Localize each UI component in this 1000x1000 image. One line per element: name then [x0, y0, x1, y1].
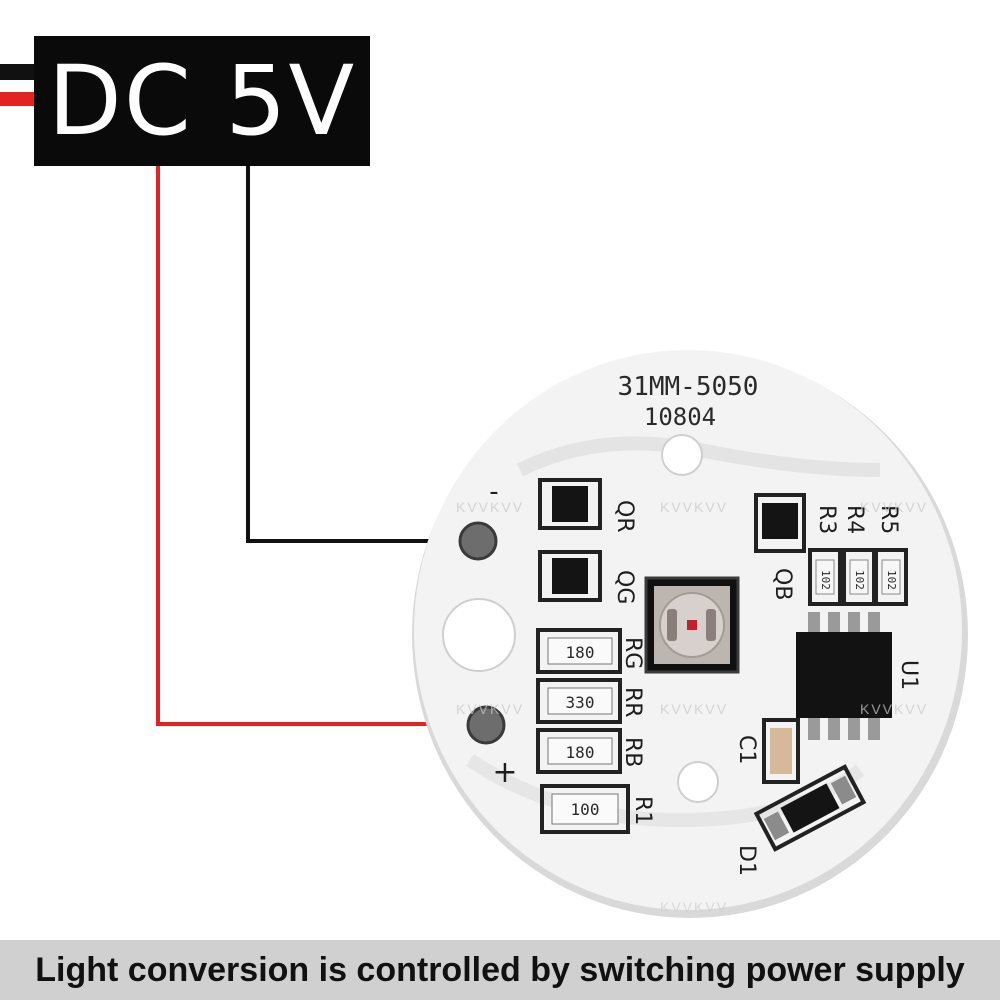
- watermark-7: KVVKVV: [660, 701, 728, 717]
- transistor-qr: [538, 478, 602, 530]
- res-rb-value: 180: [566, 743, 595, 762]
- label-rg: RG: [620, 637, 645, 669]
- voltage-text: DC 5V: [47, 45, 357, 157]
- watermark-3: KVVKVV: [456, 499, 524, 515]
- mount-hole-left: [442, 598, 516, 672]
- watermark-6: KVVKVV: [456, 701, 524, 717]
- label-c1: C1: [734, 735, 759, 764]
- caption-bar: Light conversion is controlled by switch…: [0, 940, 1000, 1000]
- negative-wire: [246, 166, 484, 543]
- label-r5: R5: [876, 505, 901, 534]
- label-d1: D1: [734, 845, 759, 876]
- label-rr: RR: [620, 687, 645, 718]
- pad-negative: [458, 521, 498, 561]
- board-code: 10804: [644, 403, 716, 431]
- resistor-r3: [808, 548, 842, 606]
- board-model: 31MM-5050: [618, 372, 759, 402]
- pad-positive: [466, 705, 506, 745]
- watermark-9: KVVKVV: [660, 899, 728, 915]
- res-rg-value: 180: [566, 643, 595, 662]
- label-qr: QR: [612, 500, 637, 533]
- label-qg: QG: [612, 570, 637, 604]
- pad-negative-label: -: [489, 477, 498, 507]
- res-small-3: 102: [885, 570, 898, 590]
- res-rr-value: 330: [566, 693, 595, 712]
- positive-wire: [156, 166, 488, 726]
- label-r4: R4: [842, 505, 867, 534]
- transistor-qb: [754, 493, 806, 553]
- label-r1: R1: [630, 796, 655, 825]
- label-rb: RB: [620, 737, 645, 767]
- voltage-label: DC 5V: [34, 36, 370, 166]
- label-r3: R3: [814, 505, 839, 534]
- resistor-r5: [874, 548, 908, 606]
- black-cable: [0, 64, 40, 80]
- mount-hole-top: [661, 434, 703, 476]
- watermark-8: KVVKVV: [860, 701, 928, 717]
- resistor-r1: [540, 784, 630, 834]
- diode-d1: [753, 764, 867, 852]
- resistor-rr: [536, 678, 622, 724]
- rgb-led: [644, 576, 740, 674]
- res-r1-value: 100: [571, 800, 600, 819]
- caption-text: Light conversion is controlled by switch…: [35, 950, 965, 989]
- red-cable: [0, 92, 40, 106]
- ic-u1: [796, 612, 892, 740]
- res-small-1: 102: [819, 570, 832, 590]
- resistor-rg: [536, 628, 622, 674]
- watermark-5: KVVKVV: [860, 499, 928, 515]
- pad-positive-label: +: [492, 755, 517, 790]
- watermark-4: KVVKVV: [660, 499, 728, 515]
- label-u1: U1: [896, 660, 921, 690]
- res-small-2: 102: [853, 570, 866, 590]
- transistor-qg: [538, 550, 602, 602]
- capacitor-c1: [762, 718, 800, 784]
- mount-hole-bottom: [677, 761, 719, 803]
- resistor-rb: [536, 728, 622, 774]
- label-qb: QB: [770, 568, 795, 600]
